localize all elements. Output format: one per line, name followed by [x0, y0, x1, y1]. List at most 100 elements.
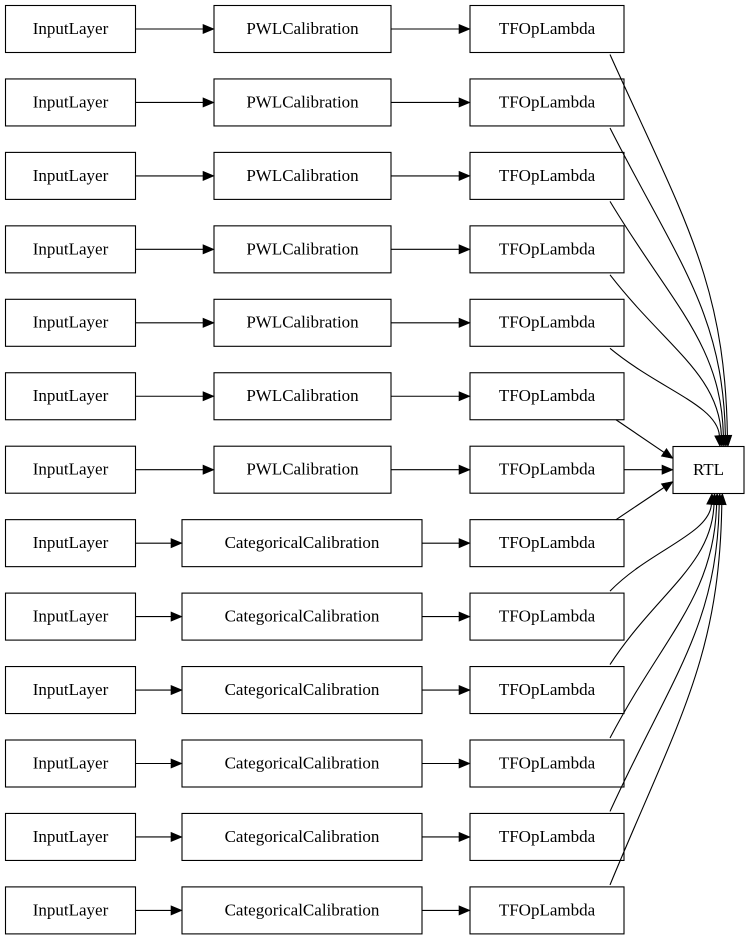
edges-layer: [609, 54, 733, 886]
arrowhead-calibration-to-lambda: [458, 23, 471, 35]
node-pwl-calibration-label: PWLCalibration: [246, 239, 359, 258]
node-pwl-calibration-box[interactable]: [213, 445, 392, 494]
arrowhead-input-to-calibration: [202, 244, 215, 255]
arrowhead-calibration-to-lambda: [458, 905, 471, 916]
node-tfoplambda-box[interactable]: [469, 151, 625, 200]
node-tfoplambda-label: TFOpLambda: [499, 19, 596, 38]
node-input-layer-label: InputLayer: [33, 460, 109, 479]
arrowhead-calibration-to-lambda: [458, 684, 471, 696]
graph-row: InputLayer PWLCalibration TFOpLambda: [4, 445, 625, 494]
node-tfoplambda-label: TFOpLambda: [499, 460, 596, 479]
arrowhead-input-to-calibration: [170, 758, 183, 769]
node-pwl-calibration-box[interactable]: [213, 225, 392, 274]
node-input-layer-box[interactable]: [4, 225, 137, 274]
arrowhead-lambda-to-rtl: [714, 434, 725, 448]
node-input-layer-box[interactable]: [4, 739, 137, 788]
node-tfoplambda-box[interactable]: [469, 519, 625, 568]
arrowhead-input-to-calibration: [202, 97, 215, 108]
node-input-layer-label: InputLayer: [33, 753, 109, 772]
node-tfoplambda-box[interactable]: [469, 812, 625, 862]
node-input-layer-box[interactable]: [4, 519, 137, 568]
node-categorical-calibration-label: CategoricalCalibration: [225, 827, 380, 846]
node-tfoplambda-label: TFOpLambda: [499, 533, 596, 552]
node-input-layer-label: InputLayer: [33, 313, 109, 332]
arrowhead-input-to-calibration: [202, 23, 215, 35]
arrowhead-calibration-to-lambda: [458, 758, 471, 769]
node-pwl-calibration-box[interactable]: [213, 298, 392, 347]
node-input-layer-label: InputLayer: [33, 239, 109, 258]
node-tfoplambda-box[interactable]: [469, 225, 625, 274]
node-tfoplambda-label: TFOpLambda: [499, 827, 596, 846]
arrowhead-input-to-calibration: [170, 538, 183, 549]
node-categorical-calibration-box[interactable]: [181, 739, 423, 788]
node-pwl-calibration-label: PWLCalibration: [246, 460, 359, 479]
node-categorical-calibration-label: CategoricalCalibration: [225, 680, 380, 699]
edge-lambda-to-rtl: [609, 504, 720, 812]
arrowhead-input-to-calibration: [202, 391, 215, 402]
node-input-layer-box[interactable]: [4, 886, 137, 935]
arrowhead-input-to-calibration: [202, 464, 215, 475]
node-tfoplambda-box[interactable]: [469, 592, 625, 641]
node-input-layer-box[interactable]: [4, 298, 137, 347]
node-input-layer-box[interactable]: [4, 812, 137, 862]
arrowhead-calibration-to-lambda: [458, 391, 471, 402]
node-tfoplambda-label: TFOpLambda: [499, 386, 596, 405]
edge-lambda-to-rtl: [609, 127, 726, 436]
node-input-layer-label: InputLayer: [33, 900, 109, 919]
node-input-layer-box[interactable]: [4, 4, 137, 54]
node-categorical-calibration-box[interactable]: [181, 665, 423, 715]
edge-lambda-to-rtl: [609, 347, 720, 436]
node-input-layer-label: InputLayer: [33, 166, 109, 185]
edge-lambda-to-rtl: [609, 504, 715, 665]
node-categorical-calibration-box[interactable]: [181, 592, 423, 641]
node-rtl-box[interactable]: [672, 445, 745, 495]
node-tfoplambda-box[interactable]: [469, 445, 625, 494]
node-tfoplambda-box[interactable]: [469, 78, 625, 127]
node-tfoplambda-box[interactable]: [469, 4, 625, 54]
node-input-layer-label: InputLayer: [33, 19, 109, 38]
node-categorical-calibration-label: CategoricalCalibration: [225, 900, 380, 919]
node-categorical-calibration-label: CategoricalCalibration: [225, 607, 380, 626]
node-tfoplambda-box[interactable]: [469, 886, 625, 935]
node-input-layer-label: InputLayer: [33, 827, 109, 846]
node-pwl-calibration-box[interactable]: [213, 372, 392, 421]
edge-lambda-to-rtl: [615, 419, 665, 453]
node-input-layer-box[interactable]: [4, 78, 137, 127]
arrowhead-input-to-calibration: [202, 170, 215, 181]
node-tfoplambda-label: TFOpLambda: [499, 753, 596, 772]
node-categorical-calibration-box[interactable]: [181, 812, 423, 862]
node-input-layer-label: InputLayer: [33, 92, 109, 111]
node-tfoplambda-box[interactable]: [469, 372, 625, 421]
arrowhead-lambda-to-rtl: [661, 464, 674, 475]
node-rtl-label: RTL: [693, 460, 724, 479]
node-input-layer-label: InputLayer: [33, 680, 109, 699]
arrowhead-input-to-calibration: [202, 317, 215, 328]
arrowhead-calibration-to-lambda: [458, 611, 471, 622]
node-tfoplambda-box[interactable]: [469, 298, 625, 347]
arrowhead-input-to-calibration: [170, 905, 183, 916]
graph-row: InputLayer CategoricalCalibration TFOpLamb…: [4, 812, 625, 862]
arrowhead-lambda-to-rtl: [716, 492, 727, 506]
arrowhead-input-to-calibration: [170, 611, 183, 622]
edge-lambda-to-rtl: [615, 487, 665, 521]
arrowhead-calibration-to-lambda: [458, 538, 471, 549]
graph-row: InputLayer CategoricalCalibration TFOpLamb…: [4, 886, 625, 935]
node-input-layer-box[interactable]: [4, 372, 137, 421]
node-input-layer-label: InputLayer: [33, 533, 109, 552]
node-tfoplambda-box[interactable]: [469, 739, 625, 788]
edge-lambda-to-rtl: [609, 504, 723, 886]
node-tfoplambda-box[interactable]: [469, 665, 625, 715]
arrowhead-input-to-calibration: [170, 831, 183, 843]
node-tfoplambda-label: TFOpLambda: [499, 900, 596, 919]
arrowhead-input-to-calibration: [170, 684, 183, 696]
arrowhead-lambda-to-rtl: [660, 481, 674, 492]
arrowhead-calibration-to-lambda: [458, 831, 471, 843]
node-pwl-calibration-box[interactable]: [213, 4, 392, 54]
